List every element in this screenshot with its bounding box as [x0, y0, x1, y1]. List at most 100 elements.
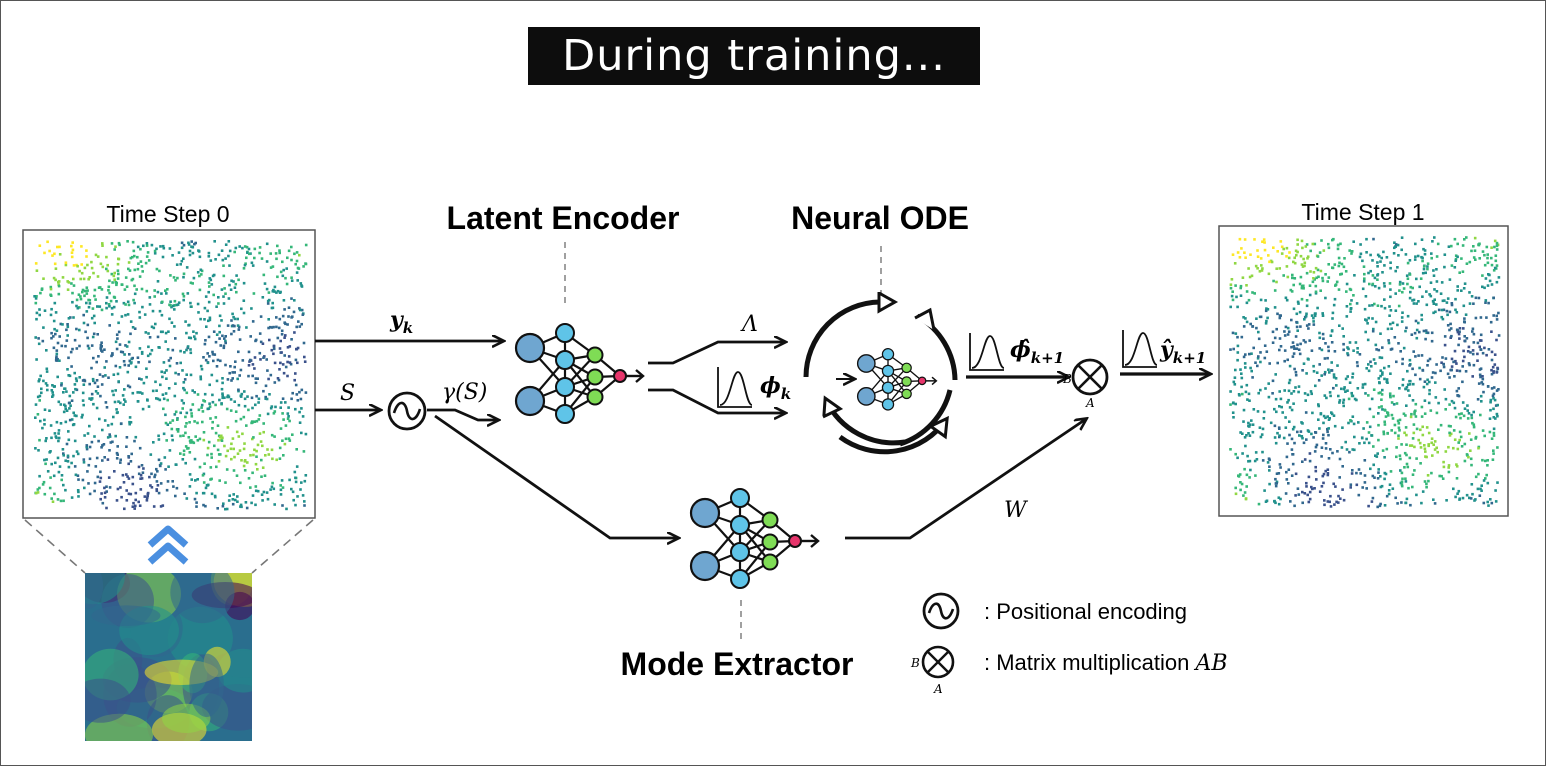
scatter-point: [256, 377, 259, 380]
scatter-point: [1243, 251, 1246, 254]
scatter-point: [131, 482, 135, 486]
scatter-point: [1447, 466, 1450, 469]
scatter-point: [1361, 436, 1364, 440]
scatter-point: [1234, 486, 1237, 490]
scatter-point: [1292, 352, 1296, 355]
scatter-point: [1352, 349, 1355, 352]
scatter-point: [1403, 451, 1407, 455]
scatter-point: [286, 360, 289, 364]
scatter-point: [1490, 358, 1494, 362]
scatter-point: [58, 465, 62, 468]
scatter-point: [1312, 316, 1315, 320]
scatter-point: [1383, 456, 1386, 459]
scatter-point: [228, 371, 231, 375]
scatter-point: [101, 501, 105, 505]
scatter-point: [1484, 277, 1488, 280]
scatter-point: [1430, 339, 1434, 343]
scatter-point: [1460, 257, 1463, 260]
scatter-point: [1438, 474, 1441, 478]
scatter-point: [295, 251, 299, 254]
scatter-point: [218, 314, 222, 318]
scatter-point: [1296, 250, 1299, 254]
scatter-point: [1478, 345, 1481, 349]
scatter-point: [122, 481, 126, 484]
scatter-point: [115, 451, 119, 455]
scatter-point: [1318, 251, 1322, 254]
scatter-point: [1376, 452, 1379, 455]
scatter-point: [1331, 238, 1334, 242]
scatter-point: [1285, 455, 1289, 459]
scatter-point: [183, 378, 187, 381]
neural-ode-loop-icon: [803, 302, 958, 455]
scatter-point: [1497, 388, 1500, 391]
scatter-point: [156, 280, 160, 283]
scatter-point: [1473, 249, 1477, 252]
scatter-point: [1256, 249, 1259, 252]
scatter-point: [1491, 458, 1495, 461]
scatter-point: [1368, 407, 1372, 411]
scatter-point: [1291, 273, 1294, 277]
scatter-point: [261, 296, 265, 299]
scatter-point: [1314, 384, 1317, 388]
scatter-point: [238, 374, 241, 377]
scatter-point: [155, 489, 159, 493]
scatter-point: [181, 407, 184, 410]
scatter-point: [1421, 295, 1424, 298]
scatter-point: [1456, 492, 1459, 495]
scatter-point: [152, 326, 156, 330]
scatter-point: [35, 295, 38, 298]
scatter-point: [1309, 270, 1312, 273]
scatter-point: [1441, 317, 1445, 321]
scatter-point: [1324, 442, 1328, 445]
scatter-point: [1263, 248, 1267, 252]
scatter-point: [183, 351, 186, 354]
label-phik: ϕk: [760, 373, 791, 403]
scatter-point: [1279, 497, 1282, 501]
scatter-point: [242, 464, 246, 468]
scatter-point: [1447, 245, 1451, 248]
scatter-point: [1247, 432, 1250, 435]
scatter-point: [191, 282, 194, 285]
scatter-point: [1379, 391, 1382, 394]
scatter-point: [1490, 501, 1494, 505]
scatter-point: [1330, 412, 1334, 416]
scatter-point: [236, 377, 239, 381]
scatter-point: [184, 461, 187, 465]
scatter-point: [1444, 408, 1447, 411]
scatter-point: [268, 338, 271, 342]
scatter-point: [1413, 445, 1416, 449]
scatter-point: [1278, 337, 1282, 340]
scatter-point: [1493, 266, 1497, 270]
scatter-point: [1392, 403, 1396, 406]
scatter-point: [1304, 245, 1308, 248]
scatter-point: [136, 400, 140, 403]
scatter-point: [1260, 264, 1263, 267]
scatter-point: [1434, 371, 1437, 375]
scatter-point: [35, 311, 39, 315]
scatter-point: [1353, 448, 1356, 452]
scatter-point: [187, 336, 191, 339]
scatter-point: [1470, 295, 1474, 298]
scatter-point: [1473, 236, 1477, 240]
scatter-point: [1382, 432, 1386, 436]
scatter-point: [1284, 325, 1288, 329]
scatter-point: [1401, 311, 1404, 314]
scatter-point: [301, 494, 305, 497]
scatter-point: [1454, 257, 1458, 261]
scatter-point: [227, 254, 230, 258]
scatter-point: [250, 421, 253, 425]
scatter-point: [301, 313, 305, 316]
heatmap-blob: [85, 573, 104, 609]
scatter-point: [1453, 406, 1457, 410]
scatter-point: [1379, 332, 1382, 335]
scatter-point: [61, 323, 64, 326]
scatter-point: [181, 369, 184, 372]
scatter-point: [1268, 260, 1271, 264]
scatter-point: [1393, 336, 1397, 339]
scatter-point: [1337, 394, 1340, 398]
scatter-point: [214, 340, 218, 344]
scatter-point: [1236, 251, 1240, 254]
scatter-point: [1296, 430, 1299, 434]
scatter-point: [1399, 350, 1402, 353]
scatter-point: [1492, 314, 1495, 317]
